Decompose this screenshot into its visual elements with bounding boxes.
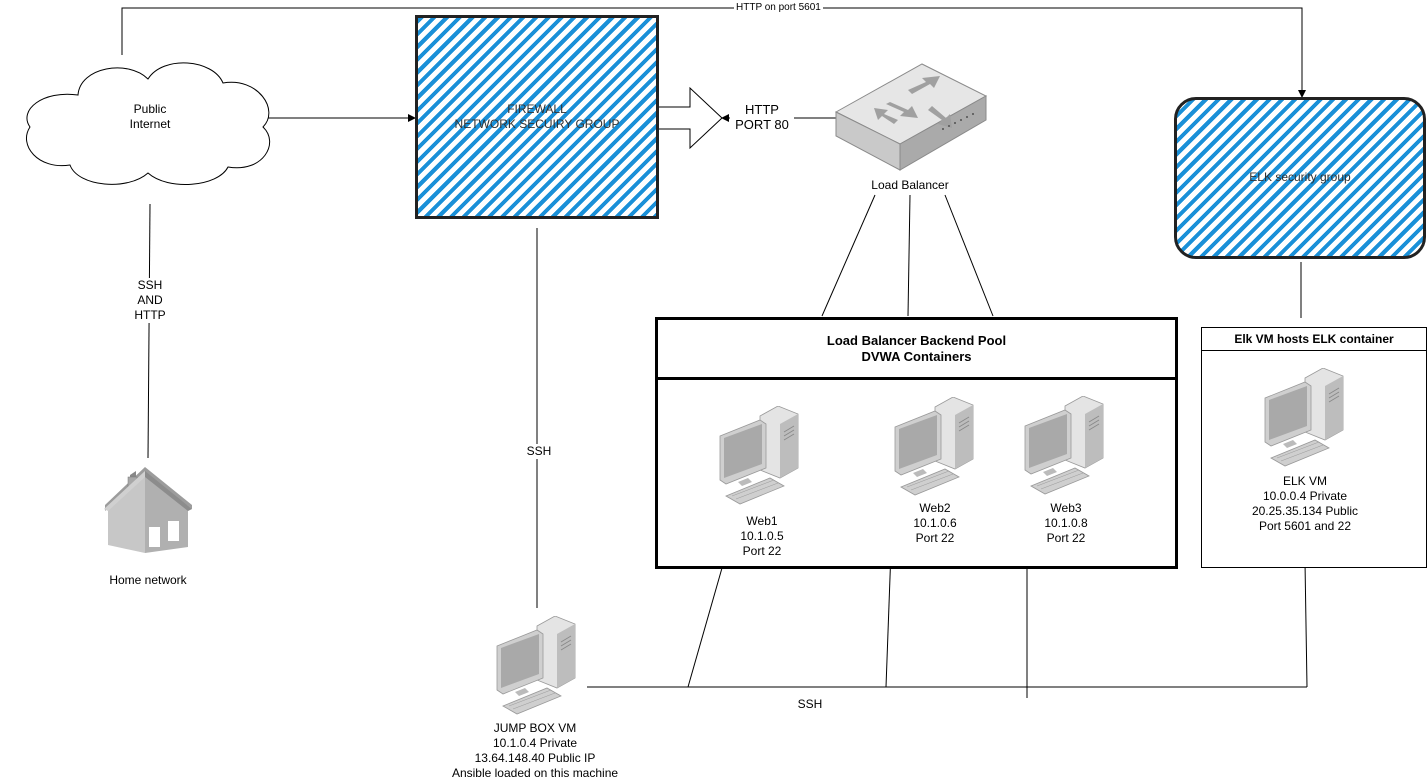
desktop-computer-icon <box>1264 368 1344 467</box>
internet-label-line1: Public <box>133 102 167 116</box>
backend-pool-title: Load Balancer Backend Pool <box>826 332 1007 348</box>
jumpbox-name: JUMP BOX VM <box>493 721 577 735</box>
load-balancer-router-icon <box>834 63 988 171</box>
firewall-label-line2: NETWORK SECUIRY GROUP <box>454 117 620 131</box>
home-network-label: Home network <box>109 573 187 587</box>
web1-port: Port 22 <box>742 544 782 558</box>
load-balancer-label: Load Balancer <box>871 178 949 192</box>
web2-computer <box>893 397 983 497</box>
public-internet-node <box>18 55 278 190</box>
backend-pool-header: Load Balancer Backend Pool DVWA Containe… <box>658 320 1175 380</box>
home-network-node <box>100 465 196 569</box>
jumpbox-ansible-note: Ansible loaded on this machine <box>451 766 619 780</box>
elk-vm-name: ELK VM <box>1282 474 1327 488</box>
firewall-nsg-node <box>415 15 659 219</box>
elk-vm-public-ip: 20.25.35.134 Public <box>1251 504 1359 518</box>
jumpbox-label: JUMP BOX VM 10.1.0.4 Private 13.64.148.4… <box>440 721 630 781</box>
elk-vm-private-ip: 10.0.0.4 Private <box>1262 489 1348 503</box>
load-balancer-node <box>834 62 988 172</box>
web2-port: Port 22 <box>915 531 955 545</box>
ssh-and-http-line1: SSH <box>137 278 163 292</box>
cloud-icon <box>25 62 271 185</box>
http-5601-label: HTTP on port 5601 <box>734 1 823 14</box>
ssh-bus-label: SSH <box>793 697 827 712</box>
http-5601-edge <box>121 7 1306 98</box>
web2-ip: 10.1.0.6 <box>913 516 957 530</box>
elk-container-title: Elk VM hosts ELK container <box>1202 328 1426 351</box>
http-port-80-line1: HTTP <box>745 102 779 117</box>
ssh-and-http-line2: AND <box>137 293 163 307</box>
desktop-computer-icon <box>1024 396 1104 495</box>
web3-name: Web3 <box>1050 501 1082 515</box>
web2-label: Web2 10.1.0.6 Port 22 <box>903 501 967 546</box>
web1-name: Web1 <box>746 514 778 528</box>
jumpbox-private-ip: 10.1.0.4 Private <box>492 736 578 750</box>
web3-label: Web3 10.1.0.8 Port 22 <box>1034 501 1098 546</box>
internet-home-edge <box>147 203 151 459</box>
web3-ip: 10.1.0.8 <box>1044 516 1088 530</box>
backend-pool-subtitle: DVWA Containers <box>861 348 972 364</box>
ssh-and-http-label: SSH AND HTTP <box>126 278 174 323</box>
ssh-and-http-line3: HTTP <box>134 308 166 322</box>
jumpbox-computer <box>495 616 585 716</box>
web1-ip: 10.1.0.5 <box>740 529 784 543</box>
elk-security-group-label: ELK security group <box>1249 170 1351 184</box>
firewall-label: FIREWALL NETWORK SECUIRY GROUP <box>430 102 644 132</box>
internet-label-line2: Internet <box>129 117 171 131</box>
web2-name: Web2 <box>919 501 951 515</box>
elk-vm-computer <box>1263 368 1353 468</box>
web1-label: Web1 10.1.0.5 Port 22 <box>730 514 794 559</box>
desktop-computer-icon <box>719 406 799 505</box>
elk-vm-label: ELK VM 10.0.0.4 Private 20.25.35.134 Pub… <box>1230 474 1380 534</box>
http-port-80-line2: PORT 80 <box>735 117 789 132</box>
web3-port: Port 22 <box>1046 531 1086 545</box>
desktop-computer-icon <box>894 397 974 496</box>
ssh-jumpbox-label: SSH <box>522 444 556 459</box>
http-port-80-label: HTTP PORT 80 <box>730 102 794 132</box>
jumpbox-public-ip: 13.64.148.40 Public IP <box>474 751 596 765</box>
firewall-label-line1: FIREWALL <box>507 102 567 116</box>
web3-computer <box>1023 396 1113 496</box>
house-icon <box>104 467 192 553</box>
desktop-computer-icon <box>496 616 576 715</box>
elk-vm-ports: Port 5601 and 22 <box>1258 519 1352 533</box>
elk-security-group-node <box>1174 97 1426 259</box>
internet-label: Public Internet <box>110 102 190 132</box>
web1-computer <box>718 406 808 506</box>
